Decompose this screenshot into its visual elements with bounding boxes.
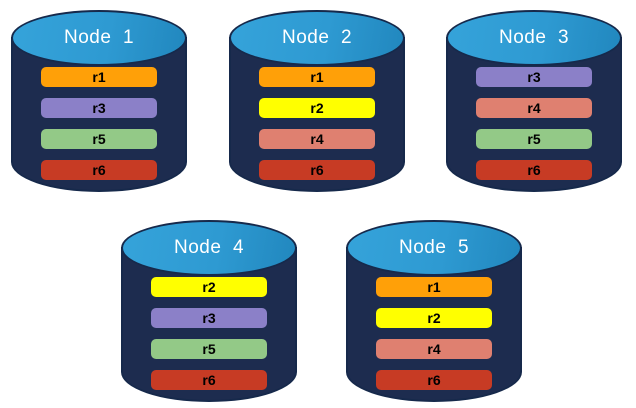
node-title: Node 2 [281,27,353,48]
node-title: Node 3 [498,27,570,48]
node-3-replica-list: r3 r4 r5 r6 [476,67,592,180]
node-2-replica-list: r1 r2 r4 r6 [259,67,375,180]
node-5-cylinder-top: Node 5 [346,220,522,276]
replica-bar: r3 [41,98,157,118]
node-3-cylinder-top: Node 3 [446,10,622,66]
replica-bar: r6 [151,370,267,390]
node-1: Node 1 r1 r3 r5 r6 [11,10,187,192]
replica-bar: r3 [476,67,592,87]
replica-bar: r1 [376,277,492,297]
node-title: Node 4 [173,237,245,258]
node-title: Node 5 [398,237,470,258]
replica-bar: r2 [376,308,492,328]
node-5: Node 5 r1 r2 r4 r6 [346,220,522,402]
node-4-replica-list: r2 r3 r5 r6 [151,277,267,390]
replica-bar: r6 [476,160,592,180]
node-4-cylinder-top: Node 4 [121,220,297,276]
node-1-cylinder-top: Node 1 [11,10,187,66]
replica-bar: r6 [376,370,492,390]
replica-bar: r5 [151,339,267,359]
node-title: Node 1 [63,27,135,48]
node-3: Node 3 r3 r4 r5 r6 [446,10,622,192]
replica-bar: r5 [476,129,592,149]
node-2-cylinder-top: Node 2 [229,10,405,66]
replica-bar: r4 [476,98,592,118]
node-5-replica-list: r1 r2 r4 r6 [376,277,492,390]
replica-bar: r4 [376,339,492,359]
replica-bar: r2 [151,277,267,297]
replica-bar: r4 [259,129,375,149]
replica-bar: r5 [41,129,157,149]
replica-bar: r6 [259,160,375,180]
node-4: Node 4 r2 r3 r5 r6 [121,220,297,402]
replica-bar: r1 [41,67,157,87]
replica-bar: r1 [259,67,375,87]
replica-bar: r2 [259,98,375,118]
node-2: Node 2 r1 r2 r4 r6 [229,10,405,192]
replica-bar: r6 [41,160,157,180]
node-1-replica-list: r1 r3 r5 r6 [41,67,157,180]
replica-bar: r3 [151,308,267,328]
